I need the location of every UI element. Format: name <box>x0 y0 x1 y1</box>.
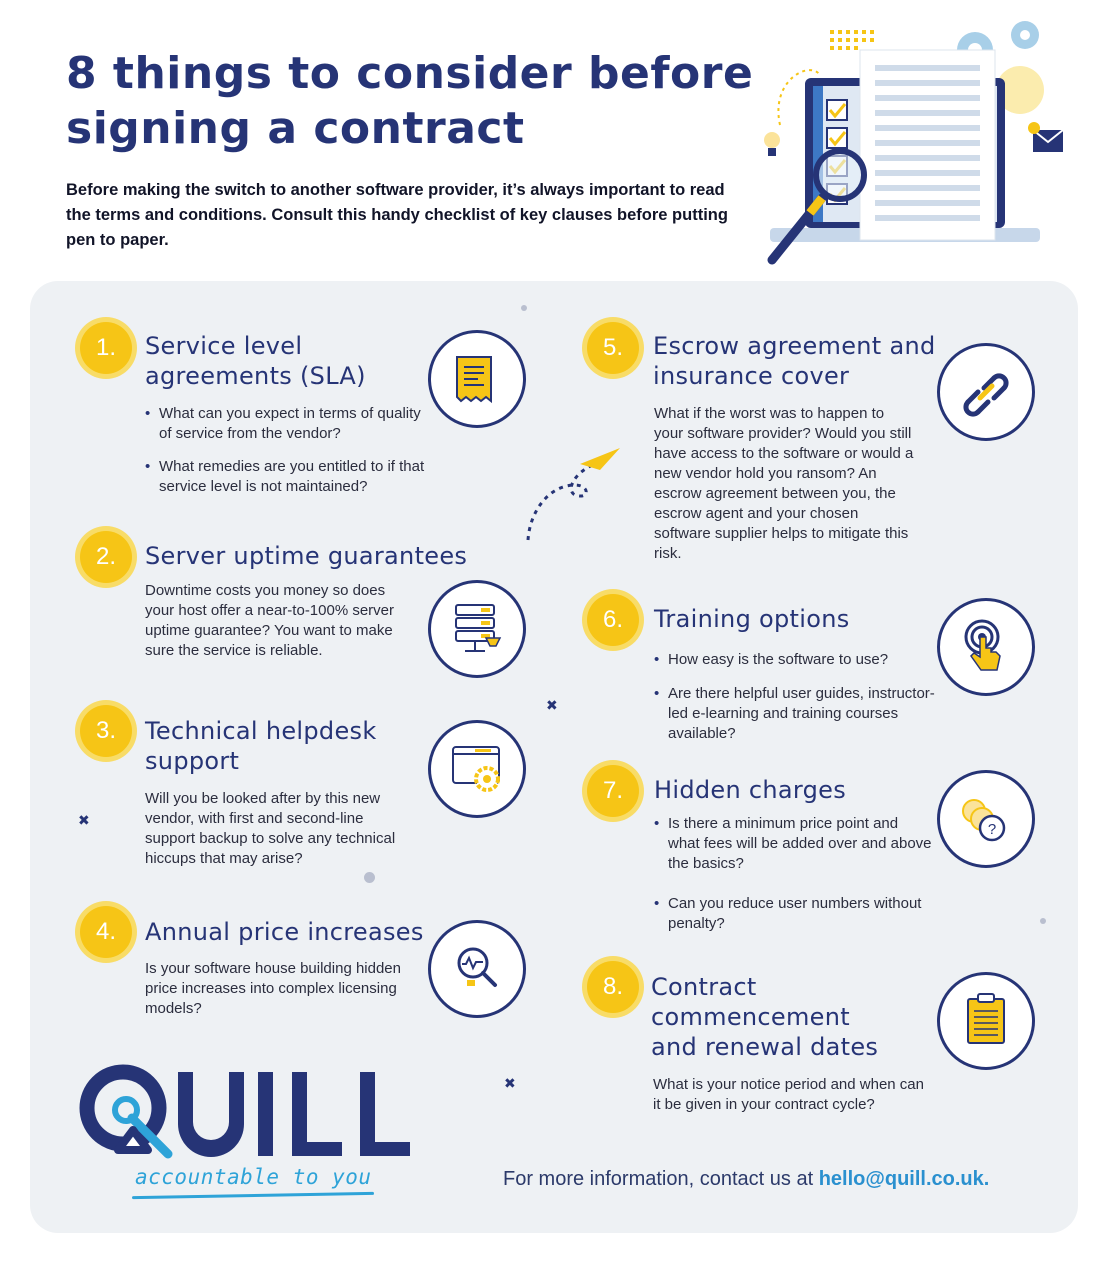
item-6-bullet: Are there helpful user guides, instructo… <box>654 684 953 744</box>
chain-link-icon <box>937 343 1035 441</box>
paper-plane-path-decoration <box>526 448 620 541</box>
item-8-text: What is your notice period and when can … <box>653 1076 924 1113</box>
item-4-heading: Annual price increases <box>145 918 424 946</box>
dot-decoration <box>364 872 375 883</box>
contact-line: For more information, contact us at hell… <box>503 1168 989 1191</box>
receipt-icon <box>428 330 526 428</box>
tagline: accountable to you <box>135 1165 372 1189</box>
quill-logo <box>79 1064 410 1159</box>
item-7-number: 7. <box>587 765 639 817</box>
item-8-number: 8. <box>587 961 639 1013</box>
coins-question-icon: ? <box>937 770 1035 868</box>
item-4-number: 4. <box>80 906 132 958</box>
item-6-number: 6. <box>587 594 639 646</box>
item-2-heading: Server uptime guarantees <box>145 542 468 570</box>
item-2-text: Downtime costs you money so does your ho… <box>145 582 395 659</box>
item-6-heading: Training options <box>654 605 850 633</box>
cross-decoration: ✖ <box>546 698 558 714</box>
item-7-heading: Hidden charges <box>654 776 847 804</box>
server-icon <box>428 580 526 678</box>
item-2-number: 2. <box>80 531 132 583</box>
intro-paragraph: Before making the switch to another soft… <box>66 181 728 249</box>
item-3-number: 3. <box>80 705 132 757</box>
item-4-text: Is your software house building hidden p… <box>145 960 401 1017</box>
touch-hand-icon <box>937 598 1035 696</box>
item-5-number: 5. <box>587 322 639 374</box>
laptop-checklist-illustration <box>764 21 1064 265</box>
dot-decoration <box>521 305 527 311</box>
cross-decoration: ✖ <box>78 813 90 829</box>
item-7-bullet: Can you reduce user numbers without pena… <box>654 894 933 934</box>
cross-decoration: ✖ <box>504 1076 516 1092</box>
item-6-bullet: How easy is the software to use? <box>654 650 953 670</box>
svg-text:?: ? <box>988 821 996 838</box>
email-link[interactable]: hello@quill.co.uk. <box>818 1168 990 1190</box>
item-3-text: Will you be looked after by this new ven… <box>145 790 396 867</box>
item-1-bullet: What can you expect in terms of quality … <box>145 404 429 444</box>
item-1-bullet: What remedies are you entitled to if tha… <box>145 457 429 497</box>
clipboard-icon <box>937 972 1035 1070</box>
item-1-number: 1. <box>80 322 132 374</box>
item-5-text: What if the worst was to happen to your … <box>654 405 914 562</box>
page-title: 8 things to consider before signing a co… <box>66 48 754 154</box>
contact-text: For more information, contact us at <box>503 1168 819 1190</box>
dot-decoration <box>1040 918 1046 924</box>
magnifier-chart-icon <box>428 920 526 1018</box>
item-7-bullet: Is there a minimum price point and what … <box>654 814 933 874</box>
settings-window-icon <box>428 720 526 818</box>
